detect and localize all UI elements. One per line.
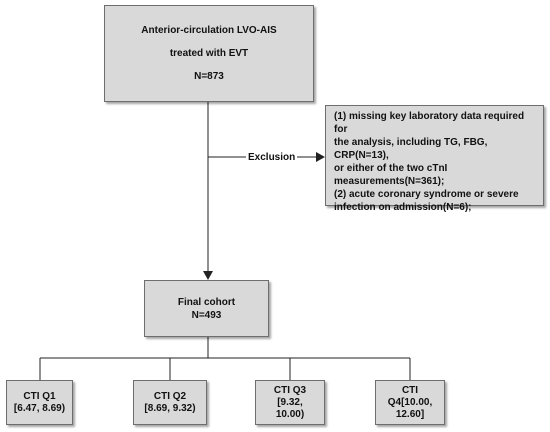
exclusion-line-4: measurements(N=361);: [334, 176, 445, 187]
initial-cohort-count: N=873: [194, 71, 224, 82]
exclusion-label: Exclusion: [246, 151, 298, 164]
quartile-q2-box: CTI Q2 [8.69, 9.32): [133, 380, 207, 425]
q4-range-start: Q4[10.00,: [387, 396, 433, 408]
quartile-q4-box: CTI Q4[10.00, 12.60]: [375, 380, 445, 425]
final-cohort-box: Final cohort N=493: [144, 280, 269, 337]
exclusion-line-2: the analysis, including TG, FBG, CRP(N=1…: [334, 137, 488, 161]
exclusion-criteria-box: (1) missing key laboratory data required…: [325, 105, 544, 213]
q3-label: CTI Q3: [273, 384, 307, 396]
final-arrow-head: [203, 271, 213, 280]
exclusion-line-6: infection on admission(N=6);: [334, 202, 472, 213]
final-cohort-title: Final cohort: [177, 296, 236, 308]
q2-label: CTI Q2: [153, 390, 187, 402]
quartile-q3-box: CTI Q3 [9.32, 10.00): [255, 380, 325, 425]
exclusion-arrow-head: [316, 152, 325, 162]
q3-range-end: 10.00): [275, 408, 305, 420]
q2-range: [8.69, 9.32): [144, 402, 196, 414]
quartile-q1-box: CTI Q1 [6.47, 8.69): [6, 380, 73, 425]
exclusion-line-1: (1) missing key laboratory data required…: [334, 111, 525, 135]
exclusion-line-3: or either of the two cTnI: [334, 163, 448, 174]
q1-label: CTI Q1: [23, 390, 56, 402]
q4-range-end: 12.60]: [395, 408, 425, 420]
q4-label: CTI: [401, 384, 419, 396]
q1-range: [6.47, 8.69): [13, 402, 66, 414]
q3-range-start: [9.32,: [277, 396, 303, 408]
initial-cohort-box: Anterior-circulation LVO-AIS treated wit…: [104, 5, 314, 102]
final-cohort-count: N=493: [191, 309, 222, 321]
initial-cohort-title: Anterior-circulation LVO-AIS: [141, 25, 277, 36]
exclusion-line-5: (2) acute coronary syndrome or severe: [334, 189, 519, 200]
initial-cohort-subtitle: treated with EVT: [169, 48, 249, 59]
